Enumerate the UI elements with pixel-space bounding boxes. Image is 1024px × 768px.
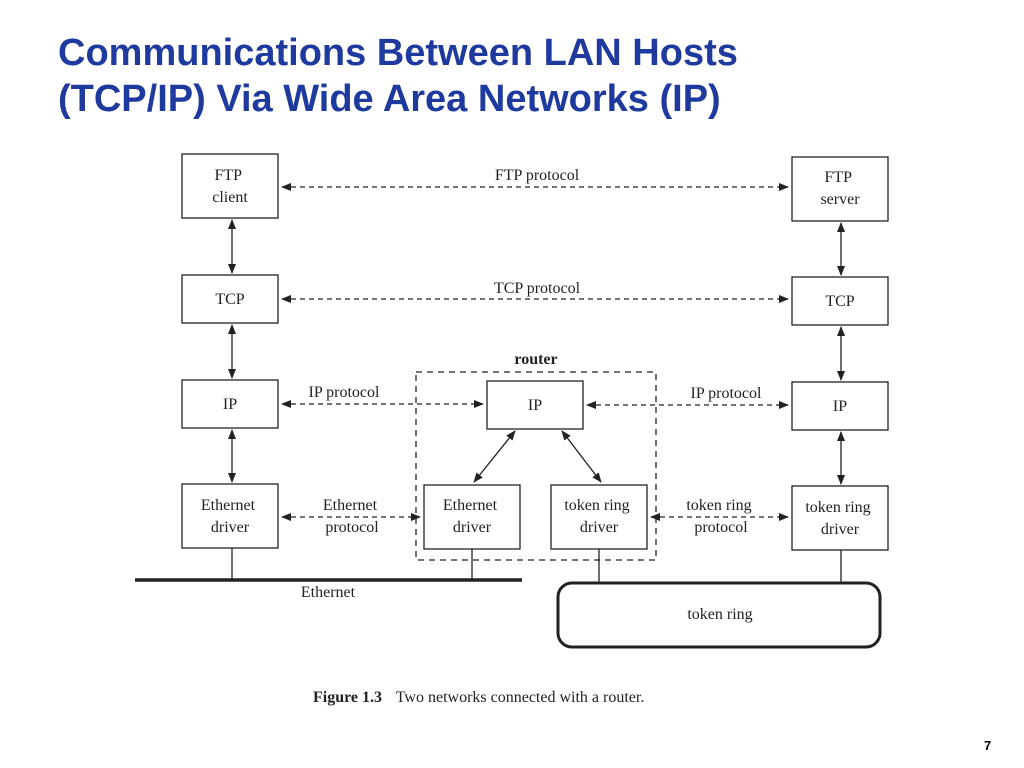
page-number: 7 (984, 738, 992, 753)
arrow-router-ip-eth (473, 430, 516, 483)
router-ethernet-driver-box (423, 484, 521, 550)
figure-caption: Figure 1.3 Two networks connected with a… (313, 689, 644, 706)
router-ethernet-driver-label: Ethernet driver (443, 497, 501, 536)
tcp-left-box (181, 274, 279, 324)
ftp-server-box (791, 156, 889, 222)
ip-right-label: IP (833, 398, 847, 415)
ethernet-driver-left-label: Ethernet driver (201, 497, 259, 536)
ethernet-network-label: Ethernet (301, 584, 356, 601)
arrow-router-ip-tr (561, 430, 602, 483)
router-label: router (514, 351, 557, 368)
figure-caption-label: Figure 1.3 (313, 689, 382, 706)
token-ring-protocol-label: token ring protocol (686, 497, 755, 536)
slide-title: Communications Between LAN Hosts (TCP/IP… (58, 30, 958, 122)
router-boundary (415, 371, 657, 561)
tcp-right-box (791, 276, 889, 326)
token-ring-network (556, 581, 882, 649)
ip-protocol-left-label: IP protocol (309, 384, 381, 401)
slide-title-line-2: (TCP/IP) Via Wide Area Networks (IP) (58, 78, 721, 120)
ip-protocol-right-label: IP protocol (691, 385, 763, 402)
ftp-server-label: FTP server (820, 169, 860, 208)
router-token-ring-driver-label: token ring driver (564, 497, 633, 536)
tcp-protocol-label: TCP protocol (494, 280, 581, 297)
tcp-left-label: TCP (215, 291, 244, 308)
ip-right-box (791, 381, 889, 431)
tcp-right-label: TCP (825, 293, 854, 310)
token-ring-driver-right-box (791, 485, 889, 551)
token-ring-network-label: token ring (687, 606, 752, 623)
figure-caption-text: Two networks connected with a router. (396, 689, 645, 706)
ip-left-label: IP (223, 396, 237, 413)
ethernet-driver-left-box (181, 483, 279, 549)
ip-left-box (181, 379, 279, 429)
ftp-client-label: FTP client (212, 167, 248, 206)
router-ip-label: IP (528, 397, 542, 414)
router-token-ring-driver-box (550, 484, 648, 550)
ethernet-protocol-label: Ethernet protocol (323, 497, 381, 536)
slide-title-line-1: Communications Between LAN Hosts (58, 32, 738, 74)
token-ring-driver-right-label: token ring driver (805, 499, 874, 538)
ftp-client-box (181, 153, 279, 219)
ftp-protocol-label: FTP protocol (495, 167, 580, 184)
router-ip-box (486, 380, 584, 430)
